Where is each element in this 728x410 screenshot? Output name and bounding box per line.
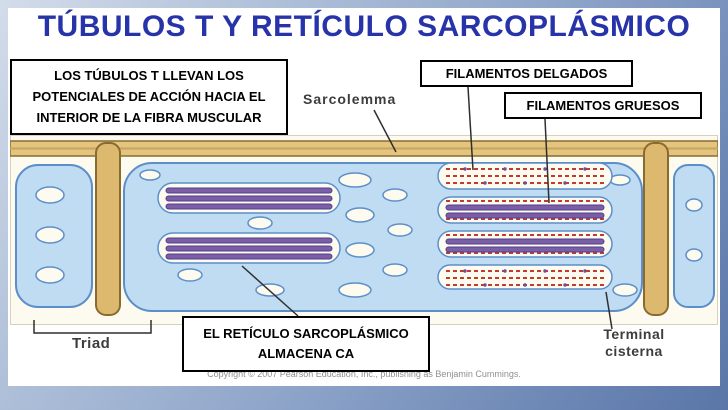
label-triad: Triad	[72, 335, 111, 352]
callout-t-tubules-line2: POTENCIALES DE ACCIÓN HACIA EL	[32, 88, 266, 104]
callout-sr-storage-line1: EL RETÍCULO SARCOPLÁSMICO	[203, 326, 409, 341]
muscle-fiber-diagram	[10, 135, 718, 325]
sarcolemma-membrane	[10, 140, 718, 157]
label-terminal-cisterna-line2: cisterna	[605, 342, 663, 359]
callout-thin-filaments: FILAMENTOS DELGADOS	[420, 60, 633, 87]
t-tubule-right	[643, 142, 669, 316]
label-terminal-cisterna-line1: Terminal	[603, 326, 665, 342]
label-terminal-cisterna: Terminal cisterna	[586, 326, 682, 360]
label-sarcolemma: Sarcolemma	[303, 91, 397, 107]
callout-t-tubules-line3: INTERIOR DE LA FIBRA MUSCULAR	[36, 109, 262, 125]
callout-thick-filaments: FILAMENTOS GRUESOS	[504, 92, 702, 119]
callout-t-tubules-line1: LOS TÚBULOS T LLEVAN LOS	[54, 68, 244, 83]
callout-thin-filaments-label: FILAMENTOS DELGADOS	[445, 66, 608, 81]
callout-thick-filaments-label: FILAMENTOS GRUESOS	[526, 98, 680, 113]
page-title: TÚBULOS T Y RETÍCULO SARCOPLÁSMICO	[37, 10, 691, 43]
thick-filaments	[165, 187, 605, 260]
copyright-text: Copyright © 2007 Pearson Education, Inc.…	[207, 369, 521, 379]
t-tubule-left	[95, 142, 121, 316]
callout-sr-storage: EL RETÍCULO SARCOPLÁSMICO ALMACENA CA	[182, 316, 430, 373]
callout-sr-storage-line2: ALMACENA CA	[257, 346, 355, 362]
callout-t-tubules: LOS TÚBULOS T LLEVAN LOS POTENCIALES DE …	[10, 59, 288, 136]
